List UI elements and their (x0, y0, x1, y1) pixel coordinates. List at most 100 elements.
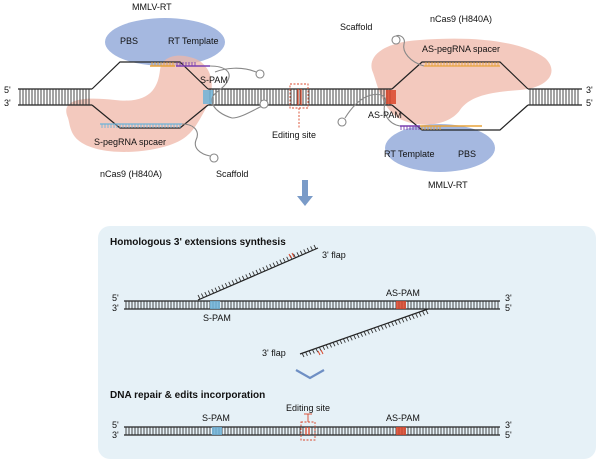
base (313, 244, 317, 250)
as-pam-bottom-mark (396, 427, 406, 435)
base (235, 278, 238, 284)
top-3-left: 3' (4, 98, 11, 108)
base (262, 266, 266, 272)
base (332, 342, 336, 347)
base (272, 262, 276, 267)
bot-3-left: 3' (112, 430, 119, 440)
bot-5-right: 5' (505, 430, 512, 440)
base (204, 291, 208, 297)
pbs-left-label: PBS (120, 36, 138, 46)
base (418, 312, 422, 317)
base (214, 287, 218, 292)
mid-5-left: 5' (112, 293, 119, 303)
base (310, 246, 313, 251)
base (221, 284, 225, 289)
mmlv-rt-right-protein (385, 124, 495, 172)
base (391, 321, 394, 327)
as-pam-mid-label: AS-PAM (386, 288, 420, 298)
base (346, 337, 350, 342)
as-pam-bottom-label: AS-PAM (386, 413, 420, 423)
as-pam-top-label: AS-PAM (368, 110, 402, 120)
as-pegrna-spacer-label: AS-pegRNA spacer (422, 44, 500, 54)
scaffold-right-label: Scaffold (340, 22, 372, 32)
base (360, 332, 363, 337)
base (325, 344, 329, 349)
base (286, 256, 290, 261)
base (398, 319, 401, 324)
s-pam-bottom-mark (212, 427, 222, 435)
base (306, 247, 310, 253)
top-3-right: 3' (586, 85, 593, 95)
base (259, 268, 262, 273)
ladder-top-right (529, 89, 579, 105)
section2-title: DNA repair & edits incorporation (110, 390, 265, 401)
base (279, 259, 283, 264)
base (384, 324, 388, 329)
base (255, 269, 259, 275)
base (408, 315, 412, 321)
ladder-top-left (19, 89, 90, 105)
base (308, 350, 312, 355)
base (342, 338, 346, 343)
base (197, 294, 201, 300)
top-dna (18, 61, 582, 131)
base (425, 309, 429, 315)
base (422, 310, 425, 316)
base (373, 327, 377, 333)
base (401, 318, 405, 323)
chevron-down-icon (295, 369, 325, 380)
base (245, 274, 249, 279)
as-pam-mid-mark (396, 301, 406, 309)
ladder-top-mid (209, 89, 391, 105)
base (303, 249, 307, 254)
middle-dna (124, 300, 500, 310)
base (394, 320, 398, 325)
base (311, 349, 315, 354)
base (299, 250, 303, 256)
base (296, 252, 300, 257)
base (387, 322, 391, 328)
scaffold-left-label: Scaffold (216, 169, 248, 179)
mid-5-right: 5' (505, 303, 512, 313)
rt-template-left-label: RT Template (168, 36, 219, 46)
base (301, 352, 305, 358)
base (231, 280, 235, 285)
s-pam-bottom-label: S-PAM (202, 413, 230, 423)
base (282, 258, 286, 263)
base (329, 343, 332, 348)
section1-title: Homologous 3' extensions synthesis (110, 237, 286, 248)
base (367, 330, 370, 335)
base (252, 271, 255, 276)
ncas9-left-label: nCas9 (H840A) (100, 169, 162, 179)
ncas9-right-protein (371, 38, 552, 125)
upper-flap (197, 244, 319, 301)
base (238, 277, 242, 282)
base (322, 345, 326, 351)
flap-upper-label: 3' flap (322, 250, 346, 260)
base (218, 285, 221, 291)
s-pam-mid-mark (210, 301, 220, 309)
editing-site-top-label: Editing site (272, 130, 316, 140)
base (207, 290, 211, 295)
bot-3-right: 3' (505, 420, 512, 430)
base (276, 260, 279, 266)
mmlv-rt-left-protein (105, 18, 225, 66)
base (248, 272, 252, 278)
base (380, 325, 384, 330)
s-pam-mid-label: S-PAM (203, 313, 231, 323)
base (241, 275, 245, 281)
base (349, 336, 353, 341)
right-complex (371, 38, 552, 172)
base (228, 281, 232, 286)
base (363, 331, 367, 336)
ncas9-right-label: nCas9 (H840A) (430, 14, 492, 24)
bot-5-left: 5' (112, 420, 119, 430)
editing-site-bottom-label: Editing site (286, 403, 330, 413)
left-pegrna (100, 62, 269, 163)
base (411, 314, 415, 319)
base (305, 351, 308, 357)
mmlv-rt-left-label: MMLV-RT (132, 2, 172, 12)
base (356, 333, 360, 339)
base (336, 340, 339, 346)
